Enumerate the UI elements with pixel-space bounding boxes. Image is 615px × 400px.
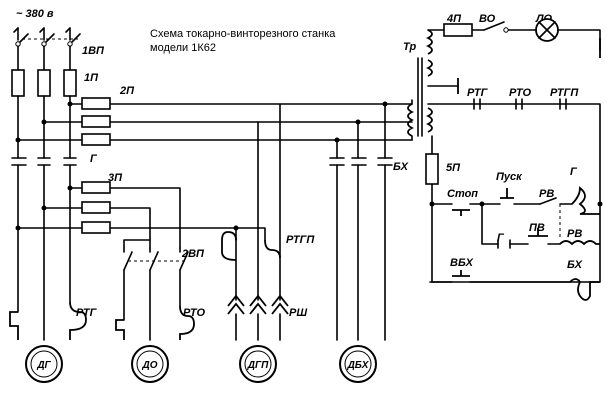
label-vbx: ВБХ bbox=[450, 257, 474, 269]
label-supply-voltage: ~ 380 в bbox=[16, 8, 54, 20]
motor-dgp: ДГП bbox=[239, 345, 277, 383]
label-1p: 1П bbox=[84, 72, 99, 84]
motor-do: ДО bbox=[131, 345, 169, 383]
contacts-thermal-relays bbox=[473, 98, 567, 110]
thermal-relay-rto-b bbox=[179, 305, 195, 340]
label-bx-power: БХ bbox=[393, 161, 409, 173]
bus-junctions bbox=[15, 101, 388, 143]
fuses-1p bbox=[11, 69, 77, 97]
thermal-relay-rto-a bbox=[115, 319, 125, 340]
wire-dgp-branch bbox=[235, 103, 281, 301]
label-rsh: РШ bbox=[289, 307, 307, 319]
wire-3p-phase-a bbox=[69, 187, 181, 249]
label-vo: ВО bbox=[479, 13, 496, 25]
wire-phase-connections bbox=[17, 45, 71, 73]
label-rto-control: РТО bbox=[509, 87, 531, 99]
label-g-main-contact: Г bbox=[90, 153, 98, 165]
fuse-5p bbox=[425, 153, 439, 185]
label-rv-2: РВ bbox=[567, 228, 582, 240]
junctions-control bbox=[429, 201, 603, 207]
contact-g-hold bbox=[497, 239, 511, 249]
motor-dg: ДГ bbox=[25, 345, 63, 383]
thermal-relay-rtgp bbox=[221, 231, 237, 261]
wire-3p-phase-b bbox=[43, 207, 151, 249]
label-rtg-control: РТГ bbox=[467, 87, 489, 99]
lamp-lo bbox=[535, 18, 559, 42]
switch-vo bbox=[483, 21, 505, 31]
wire-lighting bbox=[427, 29, 601, 51]
transformer-tr bbox=[407, 29, 433, 137]
label-tr: Тр bbox=[403, 41, 416, 53]
coil-g bbox=[571, 186, 600, 215]
contactor-bx bbox=[329, 157, 393, 166]
label-rtgp-control: РТГП bbox=[550, 87, 579, 99]
coil-bx bbox=[569, 278, 600, 301]
motor-dg-label: ДГ bbox=[36, 360, 51, 371]
label-stop: Стоп bbox=[447, 188, 478, 200]
motor-dbx: ДБХ bbox=[339, 345, 377, 383]
main-switch-1vp bbox=[13, 27, 81, 47]
fuses-2p bbox=[81, 97, 111, 146]
wire-bus-phase-a bbox=[69, 95, 413, 105]
label-3p: 3П bbox=[108, 172, 123, 184]
thermal-relay-rtg-b bbox=[69, 301, 87, 340]
wire-to-rtgp bbox=[235, 227, 266, 241]
wire-2vp-feed bbox=[123, 239, 151, 249]
label-2p: 2П bbox=[119, 85, 135, 97]
button-stop bbox=[452, 209, 470, 216]
thermal-relay-rtg-a bbox=[9, 311, 19, 340]
switch-vo-contact bbox=[503, 27, 509, 33]
label-g-contact: Г bbox=[497, 232, 505, 244]
wire-dbx-lower bbox=[336, 164, 386, 341]
wire-dg-lower bbox=[17, 164, 71, 341]
button-pusk bbox=[500, 188, 514, 199]
contact-pv bbox=[528, 228, 548, 237]
coil-rv bbox=[559, 240, 600, 246]
label-rto-power: РТО bbox=[183, 307, 205, 319]
label-2vp: 2ВП bbox=[181, 248, 205, 260]
wire-bus-phase-c bbox=[17, 95, 413, 141]
fuse-4p bbox=[443, 23, 473, 37]
label-rtg-power: РТГ bbox=[76, 307, 98, 319]
label-pusk: Пуск bbox=[496, 171, 523, 183]
plug-connectors-rsh bbox=[227, 294, 289, 315]
wire-dg-branch bbox=[17, 103, 71, 159]
wire-do-branch bbox=[123, 269, 181, 341]
label-rv-1: РВ bbox=[539, 188, 554, 200]
fuses-3p bbox=[81, 181, 111, 234]
label-5p: 5П bbox=[446, 162, 461, 174]
wire-3p-phase-c bbox=[17, 227, 237, 241]
label-pv: ПВ bbox=[529, 222, 545, 234]
wire-dgp-lower bbox=[235, 313, 281, 341]
motor-dgp-label: ДГП bbox=[247, 360, 269, 371]
label-g-coil: Г bbox=[570, 166, 578, 178]
switch-vbx bbox=[452, 270, 470, 277]
diagram-title-line-1: Схема токарно-винторезного станка bbox=[150, 28, 336, 40]
wire-dbx-branch bbox=[336, 103, 386, 159]
motor-dbx-label: ДБХ bbox=[347, 360, 370, 371]
label-1vp: 1ВП bbox=[82, 45, 105, 57]
label-bx-coil: БХ bbox=[567, 259, 583, 271]
contactor-g-main bbox=[11, 157, 77, 166]
diagram-title-line-2: модели 1К62 bbox=[150, 42, 216, 54]
wire-self-hold bbox=[481, 203, 529, 245]
label-4p: 4П bbox=[446, 13, 462, 25]
motor-do-label: ДО bbox=[142, 360, 158, 371]
thermal-relay-rtgp-right bbox=[264, 239, 281, 259]
switch-2vp bbox=[123, 247, 189, 271]
label-rtgp-power: РТГП bbox=[286, 234, 315, 246]
contact-rv-1 bbox=[539, 197, 573, 205]
